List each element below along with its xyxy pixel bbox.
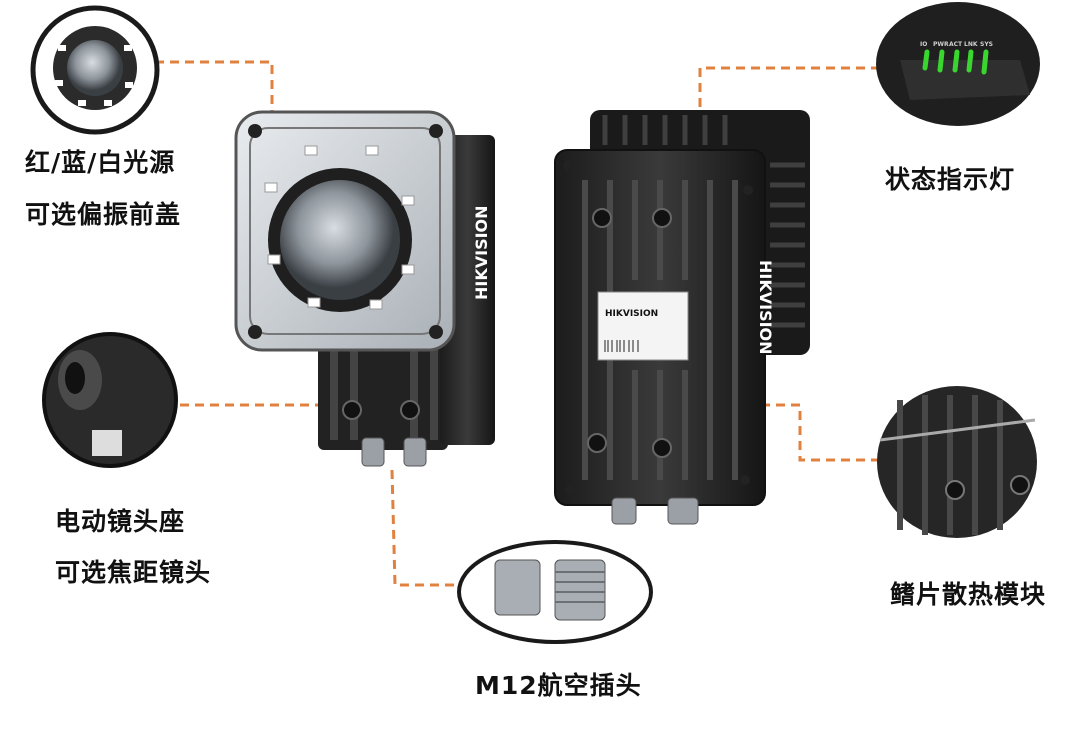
led-label-act: ACT [949, 41, 963, 48]
led-label-lnk: LNK [964, 41, 978, 48]
camera-rear-view: HIKVISION HIKVISION [554, 110, 810, 525]
label-lens-mount: 电动镜头座 [55, 507, 186, 536]
detail-connector [457, 540, 653, 644]
brand-logo-left: HIKVISION [472, 205, 491, 300]
camera-front-view: HIKVISION [234, 110, 495, 467]
light-leds [264, 145, 415, 310]
detail-lens-mount [42, 332, 178, 468]
led-label-io: IO [920, 41, 927, 48]
label-m12-connector: M12航空插头 [475, 671, 642, 700]
label-polarizer-cover: 可选偏振前盖 [25, 200, 182, 229]
label-focal-lens: 可选焦距镜头 [55, 558, 212, 587]
detail-heatsink [877, 386, 1037, 538]
status-led-lights [922, 49, 989, 75]
detail-status-led: IO PWR ACT LNK SYS [876, 2, 1040, 126]
label-heatsink: 鳍片散热模块 [890, 580, 1047, 609]
label-light-source: 红/蓝/白光源 [25, 148, 176, 177]
led-label-sys: SYS [980, 41, 993, 48]
led-labels: IO PWR ACT LNK SYS [920, 41, 993, 48]
line-connector [390, 469, 462, 587]
label-status-led: 状态指示灯 [885, 165, 1016, 194]
detail-light-source [30, 5, 160, 135]
svg-text:HIKVISION: HIKVISION [605, 309, 658, 319]
led-label-pwr: PWR [933, 41, 949, 48]
product-label [597, 291, 689, 361]
brand-logo-right: HIKVISION [756, 260, 775, 355]
